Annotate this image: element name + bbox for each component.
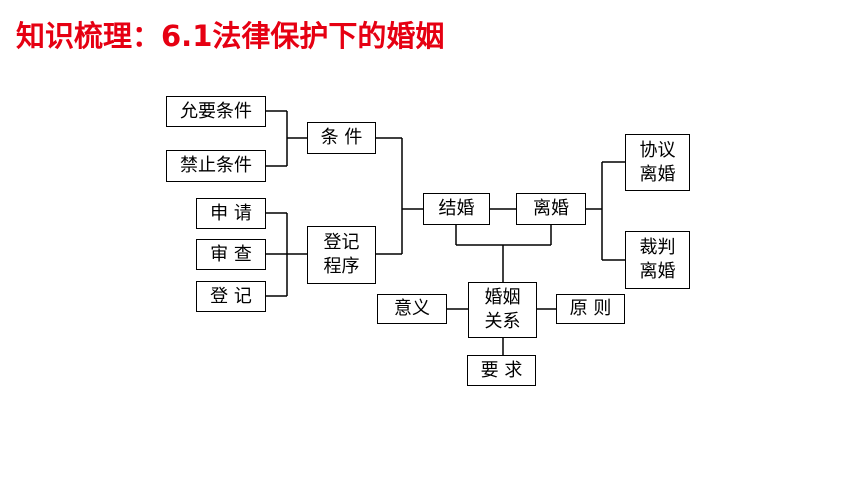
page-title: 知识梳理：6.1法律保护下的婚姻 <box>16 19 445 53</box>
node-hunyin-guanxi: 婚姻 关系 <box>468 282 537 338</box>
node-biyao-tiaojian: 允要条件 <box>166 96 266 127</box>
node-jinzhi-tiaojian: 禁止条件 <box>166 150 266 182</box>
node-shencha: 审 查 <box>196 239 266 270</box>
node-dengji-chengxu: 登记 程序 <box>307 226 376 284</box>
node-yiyi: 意义 <box>377 294 447 324</box>
node-yaoqiu: 要 求 <box>467 355 536 386</box>
node-lihun: 离婚 <box>516 193 586 225</box>
node-tiaojian: 条 件 <box>307 122 376 154</box>
node-caipan-lihun: 裁判 离婚 <box>625 231 690 289</box>
node-jiehun: 结婚 <box>423 193 490 225</box>
node-xieyi-lihun: 协议 离婚 <box>625 134 690 191</box>
node-yuanze: 原 则 <box>556 294 625 324</box>
node-shenqing: 申 请 <box>196 198 266 229</box>
node-dengji: 登 记 <box>196 281 266 312</box>
